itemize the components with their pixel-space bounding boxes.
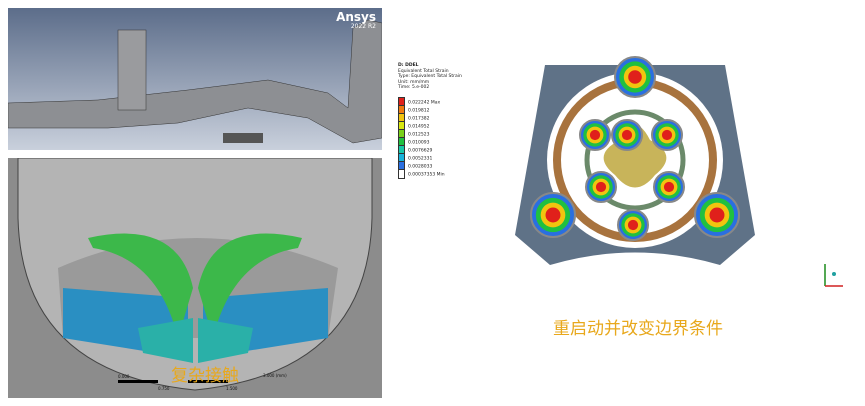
legend-value: 0.0028033 [408,164,433,170]
legend-value: 0.00037353 Min [408,172,445,178]
legend-value: 0.014952 [408,124,430,130]
legend-entry: 0.0076629 [398,144,462,155]
legend-value: 0.010093 [408,140,430,146]
result-legend: D: DDEL Equivalent Total Strain Type: Eq… [398,63,462,179]
legend-entry: 0.022242 Max [398,96,462,107]
contact-mesh-view: 复杂接触 0.000 0.750 1.500 3.000 (mm) [8,158,382,398]
contact-mesh [17,158,373,391]
contour-cell [595,181,607,193]
legend-value: 0.0076629 [408,148,433,154]
scale-label: 0.750 [158,386,170,391]
contour-cell [709,207,725,223]
legend-value: 0.019812 [408,108,430,114]
contact-caption: 复杂接触 [171,366,239,386]
legend-entry: 0.014952 [398,120,462,131]
contour-cell [545,207,561,223]
contour-cell [589,129,601,141]
legend-title: D: DDEL [398,63,419,68]
scale-label: 3.000 (mm) [263,373,287,378]
legend-entry: 0.0028033 [398,160,462,171]
contour-cell [661,129,673,141]
contour-cell [627,219,639,231]
legend-entry: 0.010093 [398,136,462,147]
legend-line: Unit: mm/mm [398,79,430,85]
scale-label: 1.500 [226,386,238,391]
mesh-part-top [8,19,382,144]
legend-swatch [398,168,405,179]
legend-line: Type: Equivalent Total Strain [398,74,462,80]
contour-cell [628,70,642,84]
contour-cell [621,129,633,141]
legend-value: 0.012523 [408,132,430,138]
scale-label: 0.000 [118,374,130,379]
legend-entry: 0.019812 [398,104,462,115]
contour-cell [663,181,675,193]
legend-value: 0.017382 [408,116,430,122]
axis-triad-icon [824,264,843,287]
legend-value: 0.0052331 [408,156,433,162]
legend-entry: 0.00037353 Min [398,168,462,179]
legend-entry: 0.0052331 [398,152,462,163]
result-caption: 重启动并改变边界条件 [553,319,723,339]
legend-line: Time: 5.e-002 [398,85,430,91]
legend-entry: 0.017382 [398,112,462,123]
legend-value: 0.022242 Max [408,100,441,106]
strain-contour-model [515,56,755,265]
legend-line: Equivalent Total Strain [398,68,449,74]
legend-entry: 0.012523 [398,128,462,139]
